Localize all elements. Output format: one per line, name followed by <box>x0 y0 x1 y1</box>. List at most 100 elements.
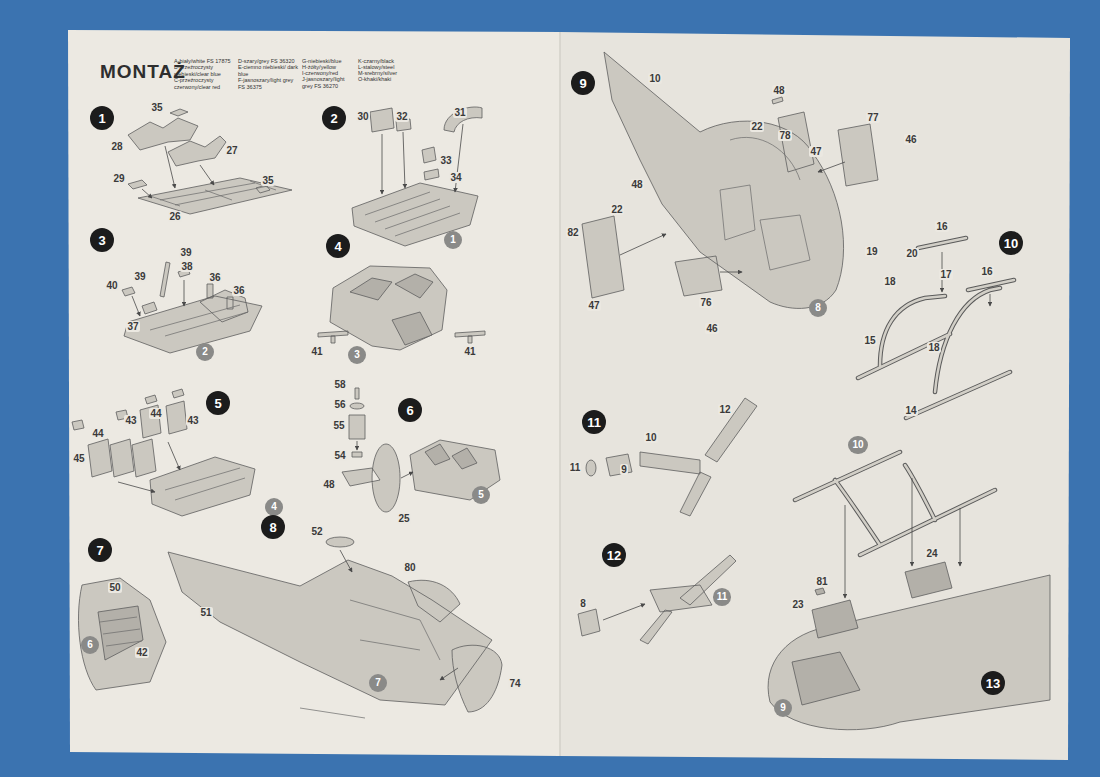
part-drawing <box>78 578 166 690</box>
leader-line <box>382 134 383 194</box>
circle-number: 8 <box>815 303 821 313</box>
circle-number: 1 <box>450 235 456 245</box>
step-number: 10 <box>999 231 1023 255</box>
circle-number: 6 <box>87 640 93 650</box>
color-key-text: H-żółty/yellow <box>302 64 356 71</box>
part-number: 28 <box>110 141 123 152</box>
part-drawing <box>792 562 952 705</box>
leader-line <box>168 442 180 470</box>
part-number: 44 <box>91 428 104 439</box>
part-number: 10 <box>644 432 657 443</box>
part-number: 42 <box>135 647 148 658</box>
circle-number: 7 <box>375 678 381 688</box>
part-detail <box>165 468 245 500</box>
paper-right <box>560 32 1070 760</box>
color-key-text: J-jasnoszary/light grey FS 36270 <box>302 76 356 89</box>
color-key-text: D-szary/grey FS 36320 <box>238 58 300 65</box>
part-number: 33 <box>439 155 452 166</box>
color-key-text: L-stalowy/steel <box>358 64 408 71</box>
subassembly-ref: 7 <box>369 674 387 692</box>
leader-line <box>990 294 991 306</box>
part-number: 16 <box>980 266 993 277</box>
part-number: 38 <box>180 261 193 272</box>
step-number: 6 <box>398 398 422 422</box>
part-drawing <box>168 537 502 712</box>
circle-number: 10 <box>852 440 863 450</box>
circle-number: 1 <box>98 112 105 125</box>
part-number: 52 <box>310 526 323 537</box>
skid-tube <box>858 238 1014 418</box>
circle-number: 4 <box>334 240 341 253</box>
circle-number: 3 <box>354 350 360 360</box>
part-number: 47 <box>809 146 822 157</box>
step-number: 8 <box>261 515 285 539</box>
step-number: 5 <box>206 391 230 415</box>
circle-number: 7 <box>96 544 103 557</box>
part-number: 80 <box>403 562 416 573</box>
part-number: 12 <box>718 404 731 415</box>
subassembly-ref: 11 <box>713 588 732 606</box>
part-detail <box>150 305 248 336</box>
leader-line <box>118 482 155 492</box>
part-number: 24 <box>925 548 938 559</box>
color-key-text: M-srebrny/silver <box>358 70 408 77</box>
part-number: 10 <box>648 73 661 84</box>
leader-line <box>132 296 140 316</box>
part-number: 58 <box>333 379 346 390</box>
part-number: 17 <box>939 269 952 280</box>
part-number: 47 <box>587 300 600 311</box>
part-drawing <box>352 107 482 246</box>
color-key-text: I-czerwony/red <box>302 70 356 77</box>
leader-line <box>142 189 152 198</box>
part-detail <box>720 137 810 270</box>
part-number: 37 <box>126 321 139 332</box>
part-number: 22 <box>610 204 623 215</box>
subassembly-ref: 5 <box>472 486 490 504</box>
part-number: 20 <box>905 248 918 259</box>
circle-number: 10 <box>1004 237 1018 250</box>
leader-line <box>165 146 175 188</box>
circle-number: 5 <box>478 490 484 500</box>
part-number: 50 <box>108 582 121 593</box>
part-detail <box>365 192 460 236</box>
step-number: 4 <box>326 234 350 258</box>
subassembly-ref: 2 <box>196 343 214 361</box>
leader-line <box>603 604 645 620</box>
part-number: 74 <box>508 678 521 689</box>
part-number: 9 <box>620 464 628 475</box>
part-number: 34 <box>449 172 462 183</box>
part-number: 48 <box>772 85 785 96</box>
leader-line <box>357 441 358 450</box>
part-number: 39 <box>133 271 146 282</box>
part-number: 8 <box>579 598 587 609</box>
part-number: 51 <box>199 607 212 618</box>
part-number: 30 <box>356 111 369 122</box>
part-detail <box>300 600 440 718</box>
color-key-text: E-ciemno niebieski/ dark blue <box>238 64 300 77</box>
color-key-text: O-khaki/khaki <box>358 76 408 83</box>
leader-line <box>440 668 458 680</box>
part-number: 14 <box>904 405 917 416</box>
part-number: 45 <box>72 453 85 464</box>
color-key-text: F-jasnoszary/light grey FS 36375 <box>238 77 300 90</box>
step-number: 2 <box>322 106 346 130</box>
part-drawing <box>122 262 262 353</box>
subassembly-ref: 3 <box>348 346 366 364</box>
subassembly-ref: 8 <box>809 299 827 317</box>
part-drawing <box>128 109 292 214</box>
color-key-text: G-niebieski/blue <box>302 58 356 65</box>
subassembly-ref: 10 <box>848 436 867 454</box>
part-detail <box>150 181 276 206</box>
circle-number: 5 <box>214 397 221 410</box>
paper-left <box>68 30 560 756</box>
page-title: MONTAŻ <box>100 61 186 83</box>
part-number: 55 <box>332 420 345 431</box>
part-number: 35 <box>150 102 163 113</box>
leader-line <box>960 508 961 566</box>
leader-line <box>620 234 666 255</box>
part-number: 32 <box>395 111 408 122</box>
circle-number: 11 <box>587 416 601 429</box>
